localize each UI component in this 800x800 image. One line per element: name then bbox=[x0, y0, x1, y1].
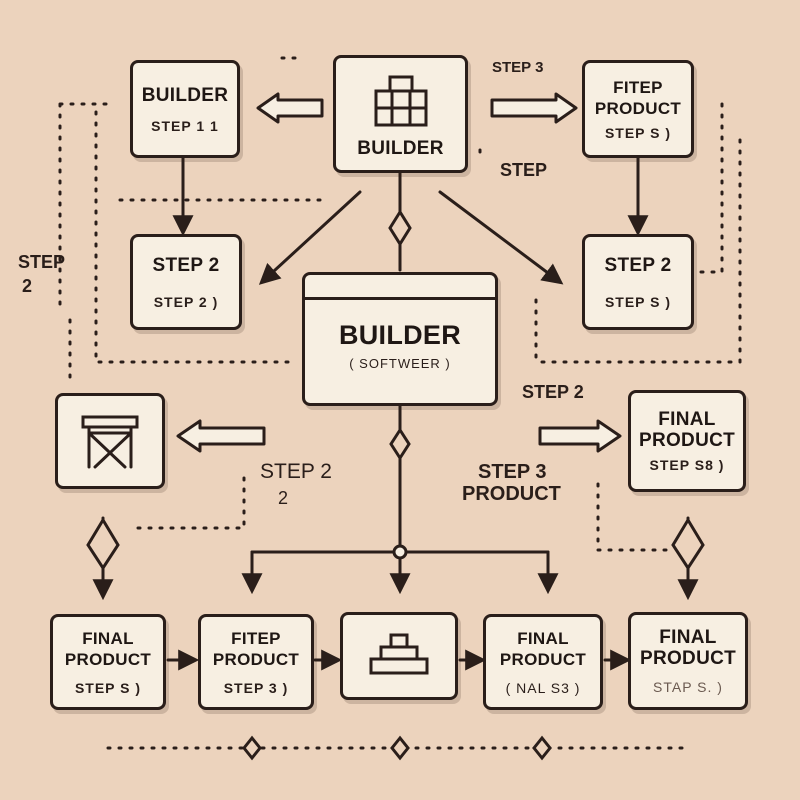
node-title: FINAL PRODUCT bbox=[499, 629, 587, 669]
node-fitep-top[interactable]: FITEP PRODUCT STEP S ) bbox=[582, 60, 694, 158]
node-bottom-4[interactable]: FINAL PRODUCT ( NAL S3 ) bbox=[483, 614, 603, 710]
node-bottom-1[interactable]: FINAL PRODUCT STEP S ) bbox=[50, 614, 166, 710]
bus-diamond-1 bbox=[242, 735, 262, 761]
node-title: BUILDER bbox=[357, 137, 444, 159]
node-sub: STEP S ) bbox=[604, 125, 672, 141]
node-title: FINAL PRODUCT bbox=[638, 409, 736, 451]
node-title: BUILDER bbox=[338, 320, 462, 350]
connector-diag-left bbox=[258, 190, 362, 285]
node-step2-right[interactable]: STEP 2 STEP S ) bbox=[582, 234, 694, 330]
dotted-right-loop bbox=[538, 102, 742, 364]
block-arrow-right-top bbox=[490, 92, 578, 124]
bus-diamond-2 bbox=[390, 735, 410, 761]
node-sub: ( NAL S3 ) bbox=[505, 680, 581, 696]
node-title: BUILDER bbox=[141, 84, 229, 106]
dotted-left-vert bbox=[68, 298, 538, 382]
node-sub: STEP S ) bbox=[604, 293, 672, 310]
node-builder-top[interactable]: BUILDER bbox=[333, 55, 468, 173]
node-sub: STEP 3 ) bbox=[223, 680, 289, 696]
node-title: STEP 2 bbox=[604, 254, 672, 276]
node-sub: STEP 1 1 bbox=[151, 117, 219, 134]
node-title: FITEP PRODUCT bbox=[594, 78, 682, 118]
node-sub: STEP S8 ) bbox=[649, 457, 725, 473]
dotted-mid-right bbox=[596, 482, 670, 552]
node-step2-left[interactable]: STEP 2 STEP 2 ) bbox=[130, 234, 242, 330]
node-bottom-2[interactable]: FITEP PRODUCT STEP 3 ) bbox=[198, 614, 314, 710]
node-sub: ( SOFTWEER ) bbox=[349, 356, 451, 371]
label-step2-center-b: 2 bbox=[278, 488, 289, 508]
node-builder-step1[interactable]: BUILDER STEP 1 1 bbox=[130, 60, 240, 158]
label-step2-left-b: 2 bbox=[22, 276, 33, 296]
node-sub: STEP 2 ) bbox=[153, 293, 219, 310]
node-title: FINAL PRODUCT bbox=[64, 629, 152, 669]
node-sub: STAP S. ) bbox=[653, 679, 723, 695]
blocks-icon bbox=[374, 75, 427, 126]
node-title: FINAL PRODUCT bbox=[639, 627, 737, 669]
block-arrow-left-top bbox=[256, 92, 324, 124]
diamond-center bbox=[389, 427, 411, 461]
bus-node bbox=[392, 544, 408, 560]
window-icon bbox=[305, 275, 495, 300]
node-chair[interactable] bbox=[55, 393, 165, 489]
node-sub: STEP S ) bbox=[74, 680, 142, 696]
label-step3-product-b: PRODUCT bbox=[462, 483, 561, 505]
node-bottom-5[interactable]: FINAL PRODUCT STAP S. ) bbox=[628, 612, 748, 710]
diamond-top bbox=[388, 209, 412, 247]
block-arrow-left-mid bbox=[176, 419, 266, 453]
connector-diag-right bbox=[438, 190, 564, 285]
bus-diamond-3 bbox=[532, 735, 552, 761]
diamond-right bbox=[671, 517, 705, 571]
node-title: FITEP PRODUCT bbox=[212, 629, 300, 669]
block-arrow-right-mid bbox=[538, 419, 622, 453]
label-step2-center-a: STEP 2 bbox=[260, 460, 332, 483]
label-step2-left-a: STEP bbox=[18, 252, 66, 272]
label-step3-top: STEP 3 bbox=[492, 59, 544, 76]
label-step2-right: STEP 2 bbox=[522, 382, 584, 402]
diamond-left bbox=[86, 517, 120, 571]
node-title: STEP 2 bbox=[152, 254, 220, 276]
node-builder-center[interactable]: BUILDER ( SOFTWEER ) bbox=[302, 272, 498, 406]
chair-icon bbox=[81, 415, 139, 469]
node-final-right[interactable]: FINAL PRODUCT STEP S8 ) bbox=[628, 390, 746, 492]
node-bottom-3[interactable] bbox=[340, 612, 458, 700]
label-step-mid: STEP bbox=[500, 160, 548, 180]
pyramid-icon bbox=[369, 633, 429, 675]
dotted-left-loop bbox=[58, 102, 294, 364]
label-step3-product-a: STEP 3 bbox=[478, 461, 547, 483]
